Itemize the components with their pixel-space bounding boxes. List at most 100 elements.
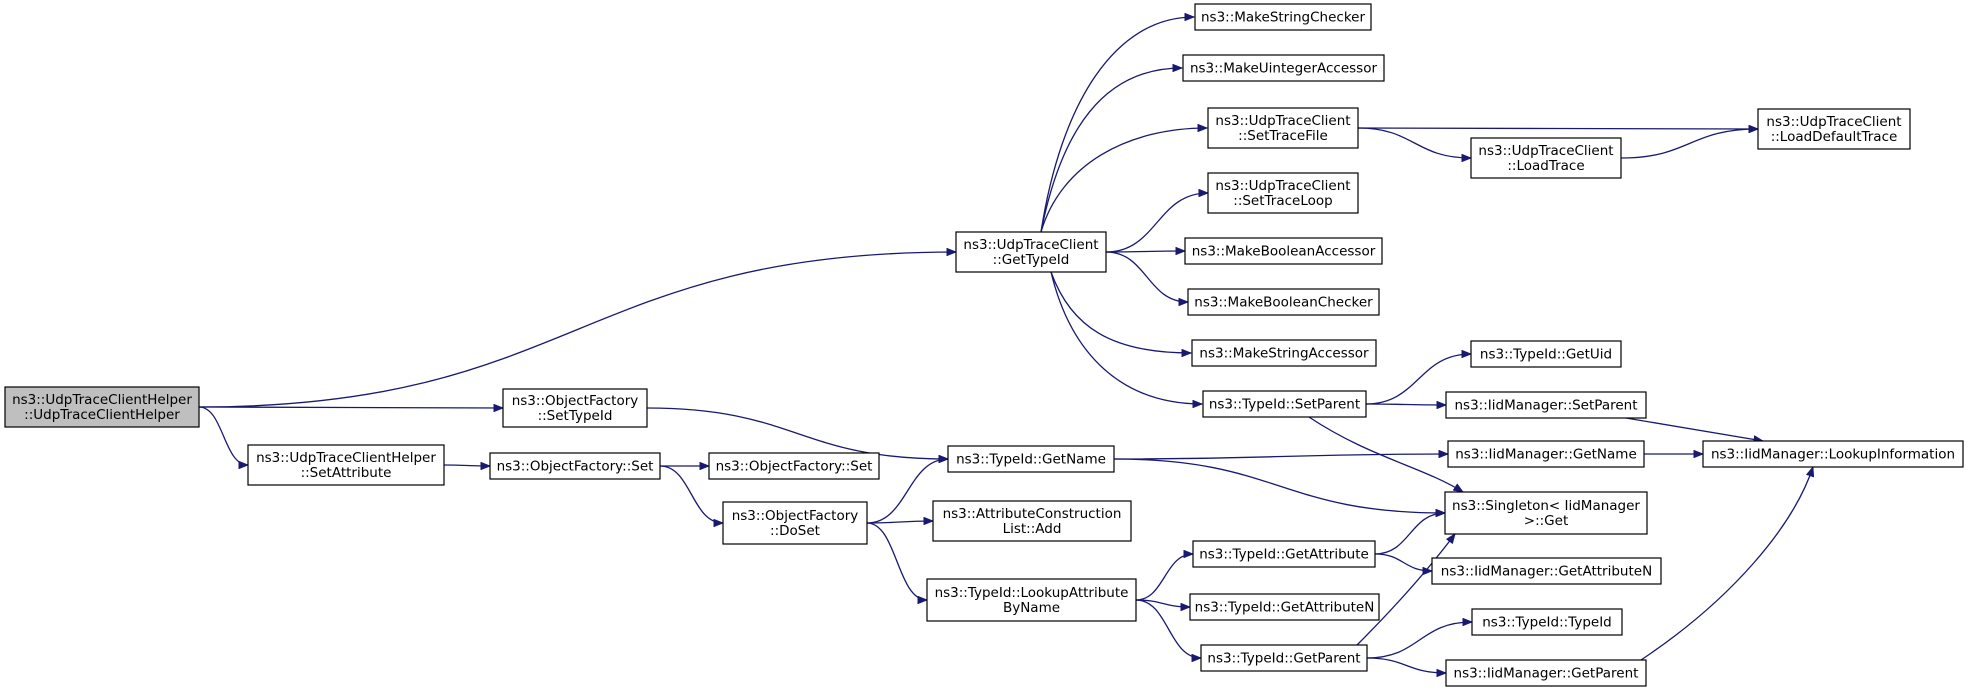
node-helper-setattr[interactable]: ns3::UdpTraceClientHelper::SetAttribute [247,444,445,486]
node-make-boolean-accessor[interactable]: ns3::MakeBooleanAccessor [1184,237,1383,265]
node-box [4,386,200,428]
node-label-line: ns3::TypeId::GetName [956,452,1106,468]
node-label-line: ns3::TypeId::GetAttribute [1199,547,1369,563]
edge-layer [198,17,1813,673]
node-client-loadtrace[interactable]: ns3::UdpTraceClient::LoadTrace [1470,137,1622,179]
node-label-line: ns3::UdpTraceClientHelper [12,392,192,408]
node-of-set[interactable]: ns3::ObjectFactory::Set [489,452,661,480]
node-box [1194,3,1372,31]
node-typeid-typeid[interactable]: ns3::TypeId::TypeId [1471,608,1623,636]
node-label-line: ns3::UdpTraceClient [1478,143,1613,159]
node-helper-ctor[interactable]: ns3::UdpTraceClientHelper::UdpTraceClien… [4,386,200,428]
node-label-line: ::DoSet [770,523,820,539]
node-singleton-get[interactable]: ns3::Singleton< IidManager>::Get [1444,491,1648,535]
edge-typeid_getname-to-singleton_get [1113,458,1445,513]
edge-client_gettypeid-to-typeid_setparent [1050,271,1202,404]
node-typeid-getattributen[interactable]: ns3::TypeId::GetAttributeN [1189,593,1380,621]
node-box [1702,440,1964,468]
node-box [926,578,1137,622]
node-make-string-checker[interactable]: ns3::MakeStringChecker [1194,3,1372,31]
node-box [1445,391,1647,419]
node-box [1182,54,1385,82]
node-label-line: ns3::UdpTraceClientHelper [256,450,436,466]
node-box [489,452,661,480]
node-label-line: ns3::MakeBooleanChecker [1194,295,1373,311]
node-client-settraceloop[interactable]: ns3::UdpTraceClient::SetTraceLoop [1207,172,1359,214]
node-label-line: ns3::UdpTraceClient [963,237,1098,253]
node-box [1192,540,1376,568]
node-box [1200,644,1368,672]
node-box [502,388,648,428]
node-label-line: ns3::ObjectFactory::Set [497,459,654,475]
edge-typeid_setparent-to-iid_setparent [1365,404,1446,405]
node-label-line: ns3::TypeId::GetUid [1480,347,1612,363]
node-iid-getattributen[interactable]: ns3::IidManager::GetAttributeN [1431,557,1662,585]
node-box [1189,593,1380,621]
node-of-settypeid[interactable]: ns3::ObjectFactory::SetTypeId [502,388,648,428]
node-iid-lookupinfo[interactable]: ns3::IidManager::LookupInformation [1702,440,1964,468]
node-box [1207,107,1359,149]
node-label-line: List::Add [1003,521,1062,537]
node-iid-getparent[interactable]: ns3::IidManager::GetParent [1445,659,1647,687]
node-label-line: ::UdpTraceClientHelper [24,407,180,423]
node-label-line: ns3::TypeId::LookupAttribute [935,585,1129,601]
node-of-set2[interactable]: ns3::ObjectFactory::Set [708,452,880,480]
node-box [722,501,868,545]
edge-typeid_getname-to-iid_getname [1113,454,1448,460]
node-typeid-setparent[interactable]: ns3::TypeId::SetParent [1202,390,1367,418]
edge-client_gettypeid-to-make_uinteger_accessor [1040,68,1182,233]
node-box [1431,557,1662,585]
node-typeid-getuid[interactable]: ns3::TypeId::GetUid [1470,340,1622,368]
edge-of_doset-to-typeid_getname [866,459,948,524]
node-label-line: ns3::MakeStringChecker [1201,10,1365,26]
edge-typeid_getattribute-to-singleton_get [1374,513,1445,555]
node-box [1757,108,1911,150]
node-box [247,444,445,486]
node-box [947,445,1115,473]
edge-typeid_getparent-to-typeid_typeid [1366,622,1472,659]
node-iid-getname[interactable]: ns3::IidManager::GetName [1447,440,1645,468]
node-box [1471,608,1623,636]
node-box [1470,137,1622,179]
node-label-line: ::SetTraceFile [1238,128,1328,144]
node-make-boolean-checker[interactable]: ns3::MakeBooleanChecker [1187,288,1380,316]
node-label-line: ::LoadTrace [1507,158,1584,174]
node-typeid-getname[interactable]: ns3::TypeId::GetName [947,445,1115,473]
node-label-line: ns3::TypeId::GetParent [1207,651,1360,667]
edge-client_gettypeid-to-client_settraceloop [1105,193,1208,253]
node-client-settracefile[interactable]: ns3::UdpTraceClient::SetTraceFile [1207,107,1359,149]
edge-client_loadtrace-to-client_loaddefaulttrace [1620,129,1758,159]
edge-of_doset-to-acl_add [866,521,933,523]
node-box [955,231,1107,273]
edge-client_gettypeid-to-make_string_accessor [1050,271,1191,353]
edge-helper_ctor-to-of_settypeid [198,407,503,408]
node-label-line: ns3::UdpTraceClient [1766,114,1901,130]
node-typeid-getattribute[interactable]: ns3::TypeId::GetAttribute [1192,540,1376,568]
node-box [1470,340,1622,368]
edge-typeid_setparent-to-typeid_getuid [1365,354,1471,405]
node-iid-setparent[interactable]: ns3::IidManager::SetParent [1445,391,1647,419]
node-label-line: ns3::AttributeConstruction [943,506,1122,522]
node-label-line: ns3::TypeId::GetAttributeN [1195,600,1375,616]
edge-client_settracefile-to-client_loaddefaulttrace [1357,128,1758,129]
node-of-doset[interactable]: ns3::ObjectFactory::DoSet [722,501,868,545]
node-label-line: ns3::ObjectFactory [732,508,859,524]
node-typeid-getparent[interactable]: ns3::TypeId::GetParent [1200,644,1368,672]
node-make-uinteger-accessor[interactable]: ns3::MakeUintegerAccessor [1182,54,1385,82]
node-client-gettypeid[interactable]: ns3::UdpTraceClient::GetTypeId [955,231,1107,273]
edge-helper_setattr-to-of_set [443,465,490,466]
node-label-line: ns3::IidManager::SetParent [1455,398,1638,414]
node-layer: ns3::UdpTraceClientHelper::UdpTraceClien… [4,3,1964,687]
edge-client_gettypeid-to-client_settracefile [1040,128,1207,233]
node-client-loaddefaulttrace[interactable]: ns3::UdpTraceClient::LoadDefaultTrace [1757,108,1911,150]
edge-typeid_getattribute-to-iid_getattributen [1374,553,1432,571]
node-label-line: ns3::ObjectFactory::Set [716,459,873,475]
node-make-string-accessor[interactable]: ns3::MakeStringAccessor [1191,339,1377,367]
edge-client_gettypeid-to-make_string_checker [1040,17,1194,233]
edge-typeid_lookupattr-to-typeid_getattribute [1135,554,1193,601]
node-label-line: ns3::IidManager::GetParent [1454,666,1639,682]
node-label-line: ByName [1003,600,1060,616]
